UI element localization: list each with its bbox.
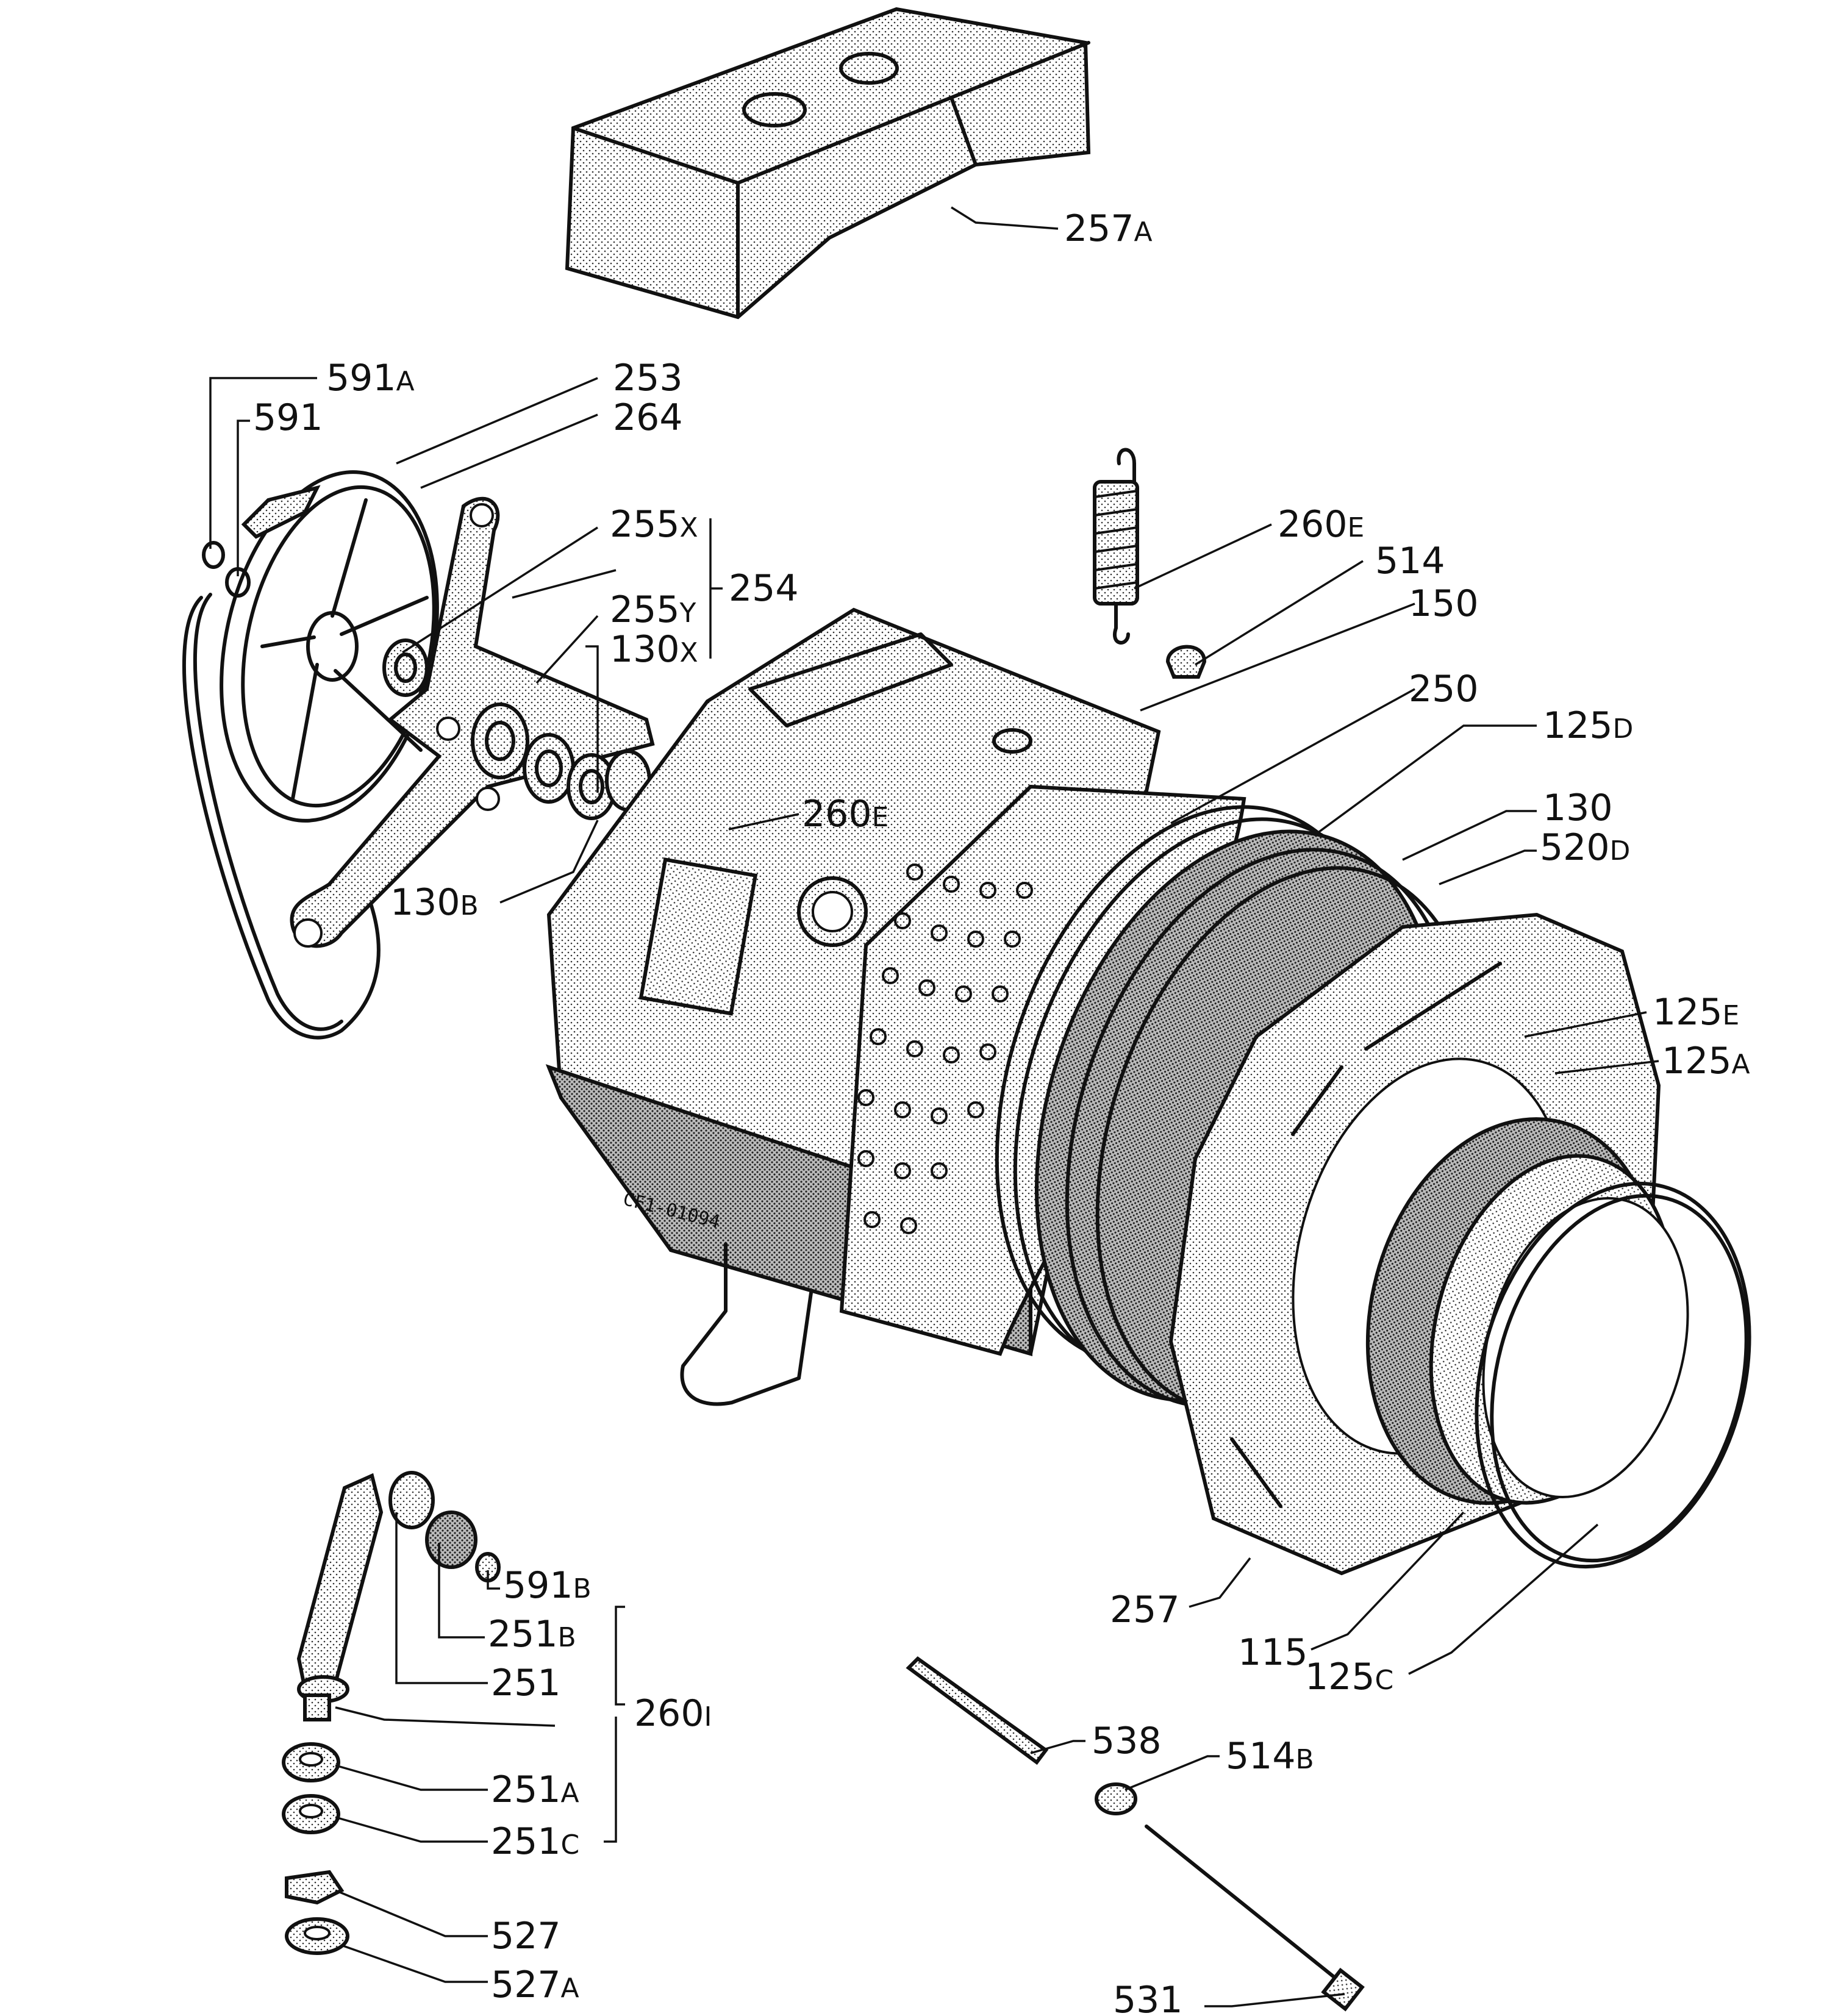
label-130X: 130X xyxy=(610,628,698,671)
label-255X: 255X xyxy=(610,503,698,546)
label-251A: 251A xyxy=(491,1768,579,1811)
label-514B: 514B xyxy=(1226,1735,1314,1778)
label-125D: 125D xyxy=(1543,704,1633,747)
label-150: 150 xyxy=(1409,582,1479,625)
label-251: 251 xyxy=(491,1662,561,1704)
label-250: 250 xyxy=(1409,668,1479,710)
label-514: 514 xyxy=(1375,540,1445,582)
suspension-spring-top xyxy=(1093,448,1139,645)
label-264: 264 xyxy=(613,396,683,439)
plug xyxy=(1165,645,1207,679)
label-527: 527 xyxy=(491,1915,561,1957)
drive-belt xyxy=(182,593,381,1040)
label-253: 253 xyxy=(613,357,683,399)
label-520D: 520D xyxy=(1540,826,1630,869)
label-125E: 125E xyxy=(1653,991,1739,1034)
label-527A: 527A xyxy=(491,1964,579,2006)
label-254: 254 xyxy=(729,567,799,610)
label-591: 591 xyxy=(253,396,323,439)
label-115: 115 xyxy=(1238,1631,1308,1674)
damper-assembly xyxy=(282,1471,501,1955)
callout-labels: 257A 591A 253 591 264 255X 254 255Y 130X… xyxy=(253,207,1750,2016)
counterweight-top xyxy=(565,7,1091,320)
hardware xyxy=(906,1656,1365,2012)
label-125C: 125C xyxy=(1305,1656,1393,1698)
label-125A: 125A xyxy=(1662,1040,1750,1082)
label-257: 257 xyxy=(1110,1589,1180,1631)
label-538: 538 xyxy=(1092,1720,1162,1762)
label-255Y: 255Y xyxy=(610,588,696,631)
label-130: 130 xyxy=(1543,787,1613,829)
label-260E-mid: 260E xyxy=(802,793,889,835)
label-260E-top: 260E xyxy=(1278,503,1364,546)
label-591B: 591B xyxy=(503,1564,592,1607)
label-251C: 251C xyxy=(491,1820,579,1863)
label-130B: 130B xyxy=(390,881,479,924)
bearing-stack xyxy=(382,638,651,820)
circlips xyxy=(202,541,251,598)
label-260I: 260I xyxy=(634,1692,712,1735)
label-591A: 591A xyxy=(326,357,415,399)
drum-spider xyxy=(290,496,655,948)
label-531: 531 xyxy=(1113,1979,1183,2016)
label-251B: 251B xyxy=(488,1613,576,1656)
leader-lines xyxy=(209,206,1659,2007)
gasket-clamp-ring xyxy=(1475,1181,1751,1569)
label-257A: 257A xyxy=(1064,207,1153,250)
